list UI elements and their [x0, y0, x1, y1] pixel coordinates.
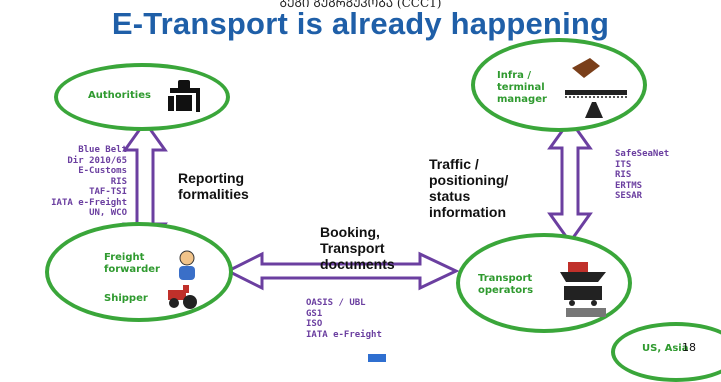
page-number: 18 [682, 341, 696, 354]
infra-node [471, 38, 647, 132]
person-icon [179, 250, 195, 280]
truck-icon [564, 286, 602, 306]
slide-title: E-Transport is already happening [111, 6, 610, 41]
ship-icon [560, 262, 606, 282]
authorities-label: Authorities [88, 90, 151, 101]
shipper-label: Shipper [104, 293, 148, 304]
reporting-label: Reporting formalities [178, 170, 249, 202]
traffic-label: Traffic / positioning/ status informatio… [429, 156, 509, 220]
freight-forwarder-label: Freight forwarder [104, 252, 160, 275]
regulations-list: Blue Belt Dir 2010/65 E-Customs RIS TAF-… [51, 145, 127, 218]
traffic-systems-list: SafeSeaNet ITS RIS ERTMS SESAR [615, 149, 670, 201]
terminal-icon [565, 58, 627, 118]
standards-list: OASIS / UBL GS1 ISO IATA e-Freight [306, 298, 382, 340]
authorities-node [54, 63, 230, 131]
infra-label: Infra / terminal manager [497, 70, 547, 105]
tractor-icon [168, 285, 197, 309]
officer-icon [168, 80, 200, 112]
us-asia-label: US, Asia [642, 343, 689, 354]
train-icon [566, 308, 606, 317]
freight-node [45, 222, 233, 322]
blue-footer-mark [368, 354, 386, 362]
transport-label: Transport operators [478, 273, 534, 296]
freight-transport-arrow [224, 251, 460, 291]
forwarder-shipper-icons [168, 250, 197, 309]
vehicles-icon [560, 262, 606, 317]
booking-label: Booking, Transport documents [320, 224, 395, 272]
header-text: ᲑᲔᲒᲘ ᲒᲣᲒᲠᲒᲣᲙᲝᲑᲐ (CCC1) [279, 0, 442, 10]
